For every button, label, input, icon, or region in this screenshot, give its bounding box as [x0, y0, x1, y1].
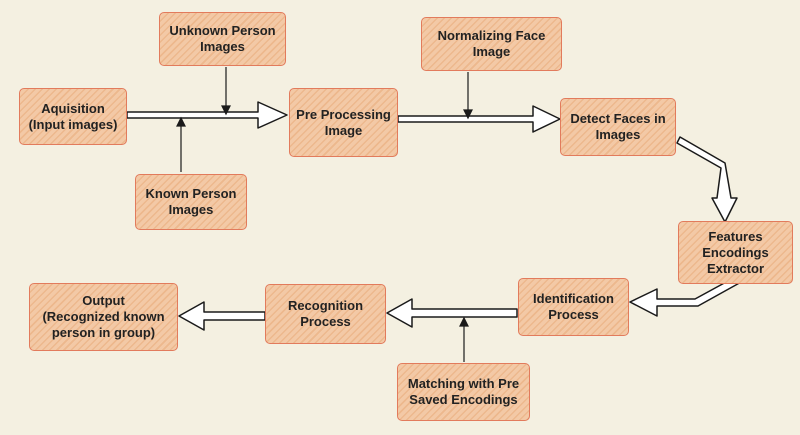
node-matching-with-pre-saved-encodings: Matching with Pre Saved Encodings — [397, 363, 530, 421]
node-acquisition: Aquisition (Input images) — [19, 88, 127, 145]
arrow-preprocessing-to-detect — [397, 105, 561, 133]
node-identification-process: Identification Process — [518, 278, 629, 336]
node-recognition-process: Recognition Process — [265, 284, 386, 344]
arrow-identification-to-recognition — [386, 298, 518, 328]
node-normalizing-face-image: Normalizing Face Image — [421, 17, 562, 71]
arrow-recognition-to-output — [178, 301, 266, 331]
node-unknown-person-images: Unknown Person Images — [159, 12, 286, 66]
node-features-encodings-extractor: Features Encodings Extractor — [678, 221, 793, 284]
node-output: Output (Recognized known person in group… — [29, 283, 178, 351]
arrow-normalizing-head — [463, 109, 473, 120]
node-known-person-images: Known Person Images — [135, 174, 247, 230]
node-detect-faces-in-images: Detect Faces in Images — [560, 98, 676, 156]
arrow-detect-to-features — [676, 136, 738, 223]
arrow-acquisition-to-preprocessing — [126, 101, 288, 129]
arrow-unknown-head — [221, 105, 231, 116]
arrow-matching-head — [459, 316, 469, 327]
arrow-known-head — [176, 116, 186, 127]
node-pre-processing-image: Pre Processing Image — [289, 88, 398, 157]
